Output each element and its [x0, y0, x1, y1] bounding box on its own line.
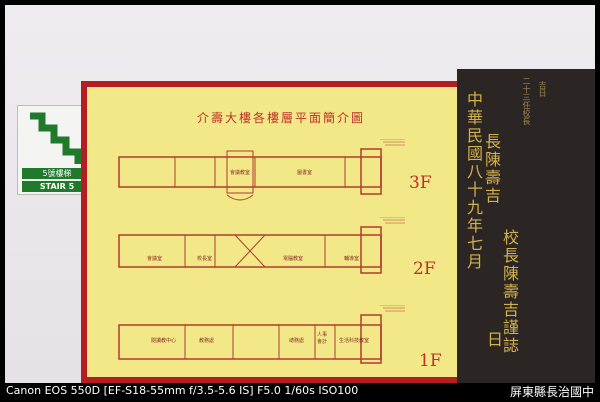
room-label: 總務處: [289, 338, 305, 344]
stone-stele: 中華民國八十九年七月 長陳壽吉 校長陳壽吉謹誌 日 二十三任校長 吉日: [457, 69, 595, 383]
stele-text: 日: [484, 331, 503, 349]
camera-caption: Canon EOS 550D [EF-S18-55mm f/3.5-5.6 IS…: [6, 384, 359, 397]
stair-sign-label: 5號樓梯: [22, 168, 92, 179]
floor-label-3f: 3F: [409, 173, 432, 193]
photo: 5號樓梯 STAIR 5 介壽大樓各樓層平面簡介圖 會議教室 圖書室 3F: [5, 5, 595, 383]
room-label: 教務處: [199, 338, 215, 344]
stele-text: 吉日: [538, 81, 547, 97]
plan-3f: [118, 139, 405, 201]
room-label: 輔導室: [344, 256, 360, 262]
stele-text: 長陳壽吉: [482, 133, 501, 205]
stele-text: 校長陳壽吉謹誌: [500, 229, 519, 355]
stele-text: 中華民國八十九年七月: [464, 91, 483, 271]
room-label: 閱讀教中心: [151, 338, 177, 344]
stairs-icon: [30, 112, 82, 164]
plan-1f: [118, 305, 405, 364]
floor-plan-board: 介壽大樓各樓層平面簡介圖 會議教室 圖書室 3F: [81, 81, 481, 383]
board-title: 介壽大樓各樓層平面簡介圖: [196, 111, 365, 125]
room-label: 會議室: [147, 256, 163, 262]
room-label: 電腦教室: [283, 256, 304, 262]
school-caption: 屏東縣長治國中: [509, 385, 594, 399]
floor-label-1f: 1F: [419, 351, 442, 371]
room-label: 圖書室: [297, 170, 313, 176]
room-label: 人事會計: [317, 332, 328, 345]
room-label: 會議教室: [230, 170, 251, 176]
stele-text: 二十三任校長: [522, 77, 531, 125]
stair-sign-number: STAIR 5: [22, 181, 92, 192]
floor-label-2f: 2F: [413, 259, 436, 279]
room-label: 生活科技教室: [339, 338, 370, 344]
plan-2f: [118, 217, 405, 274]
room-label: 校長室: [197, 256, 213, 262]
